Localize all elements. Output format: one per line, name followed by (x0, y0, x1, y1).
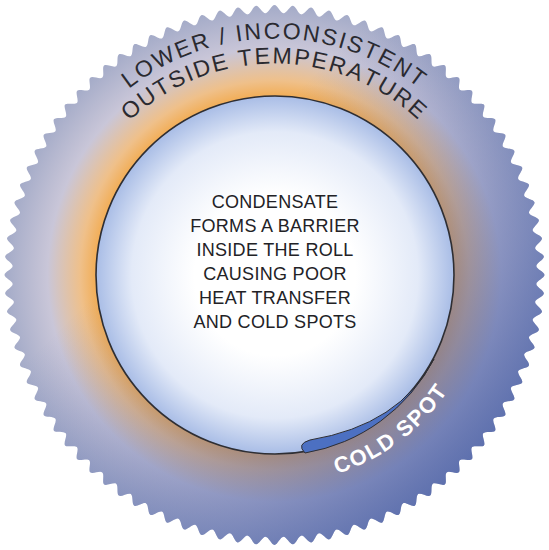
arc-letter: E (254, 44, 273, 68)
arc-letter: T (237, 46, 256, 71)
arc-letter: / (216, 24, 229, 48)
arc-letter: N (243, 20, 264, 45)
roll-interior: CONDENSATE FORMS A BARRIER INSIDE THE RO… (95, 95, 455, 455)
arc-letter: M (272, 44, 294, 68)
inner-circle (96, 96, 454, 454)
body-text: CONDENSATE FORMS A BARRIER INSIDE THE RO… (182, 190, 368, 334)
arc-letter: C (264, 20, 283, 43)
text-wrap: CONDENSATE FORMS A BARRIER INSIDE THE RO… (95, 95, 455, 455)
arc-letter: O (282, 20, 304, 44)
gear-shade (5, 5, 545, 545)
condensate-layer (301, 359, 434, 453)
gear-ring (5, 5, 545, 545)
